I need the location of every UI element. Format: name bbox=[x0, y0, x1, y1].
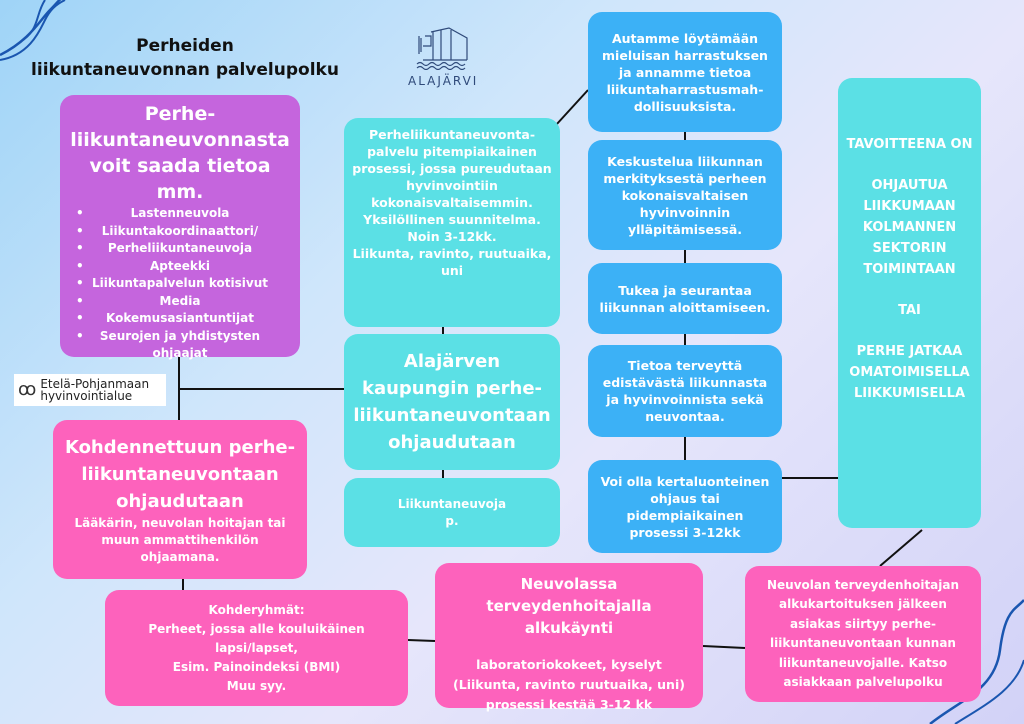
city-box-text: Alajärven kaupungin perhe-liikuntaneuvon… bbox=[353, 351, 551, 453]
list-item: Kokemusasiantuntijat bbox=[68, 310, 292, 328]
targeted-text: Lääkärin, neuvolan hoitajan tai muun amm… bbox=[74, 515, 286, 564]
goal-or: TAI bbox=[898, 303, 921, 318]
goal-option-1: OHJAUTUA LIIKKUMAAN KOLMANNEN SEKTORIN T… bbox=[862, 178, 957, 277]
clinic-visit-heading: Neuvolassa terveydenhoitajalla alkukäynt… bbox=[486, 575, 652, 637]
list-item: Apteekki bbox=[68, 258, 292, 276]
list-item: Perheliikuntaneuvoja bbox=[68, 240, 292, 258]
target-groups-heading: Kohderyhmät: bbox=[208, 602, 305, 617]
goal-box: TAVOITTEENA ON OHJAUTUA LIIKKUMAAN KOLMA… bbox=[838, 78, 981, 528]
goal-option-2: PERHE JATKAA OMATOIMISELLA LIIKKUMISELLA bbox=[849, 344, 970, 401]
step-text: Keskustelua liikunnan merkityksestä perh… bbox=[603, 153, 767, 237]
target-group-item: Esim. Painoindeksi (BMI) bbox=[172, 659, 341, 674]
advisor-suffix: p. bbox=[445, 513, 459, 528]
step-box-2: Keskustelua liikunnan merkityksestä perh… bbox=[588, 140, 782, 250]
targeted-box: Kohdennettuun perhe-liikuntaneuvontaan o… bbox=[53, 420, 307, 579]
list-item: Liikuntakoordinaattori/ bbox=[68, 223, 292, 241]
clinic-after-box: Neuvolan terveydenhoitajan alkukartoituk… bbox=[745, 566, 981, 702]
list-item: Media bbox=[68, 293, 292, 311]
leaf-icon: ꝏ bbox=[18, 379, 37, 400]
city-box: Alajärven kaupungin perhe-liikuntaneuvon… bbox=[344, 334, 560, 470]
step-text: Tukea ja seurantaa liikunnan aloittamise… bbox=[599, 282, 771, 315]
step-text: Voi olla kertaluonteinen ohjaus tai pide… bbox=[600, 473, 770, 540]
logo-line-1: Etelä-Pohjanmaan bbox=[40, 377, 150, 391]
goal-heading: TAVOITTEENA ON bbox=[846, 137, 973, 152]
target-group-item: Muu syy. bbox=[226, 678, 287, 693]
process-box: Perheliikuntaneuvonta-palvelu pitempiaik… bbox=[344, 118, 560, 327]
logo-line-2: hyvinvointialue bbox=[40, 389, 133, 403]
step-box-4: Tietoa terveyttä edistävästä liikunnasta… bbox=[588, 345, 782, 437]
list-item: Liikuntapalvelun kotisivut bbox=[68, 275, 292, 293]
title-line-2: liikuntaneuvonnan palvelupolku bbox=[31, 60, 339, 80]
target-group-item: Perheet, jossa alle kouluikäinen lapsi/l… bbox=[148, 621, 365, 655]
clinic-visit-box: Neuvolassa terveydenhoitajalla alkukäynt… bbox=[435, 563, 703, 712]
alajarvi-logo: ALAJÄRVI bbox=[408, 26, 479, 88]
process-text: Perheliikuntaneuvonta-palvelu pitempiaik… bbox=[352, 127, 552, 244]
step-box-1: Autamme löytämään mieluisan harrastuksen… bbox=[588, 12, 782, 132]
step-box-5: Voi olla kertaluonteinen ohjaus tai pide… bbox=[588, 460, 782, 553]
info-sources-box: Perhe-liikuntaneuvonnasta voit saada tie… bbox=[60, 95, 300, 360]
building-icon bbox=[416, 27, 468, 71]
advisor-box: Liikuntaneuvoja p. bbox=[344, 478, 560, 547]
targeted-heading: Kohdennettuun perhe-liikuntaneuvontaan o… bbox=[64, 436, 296, 512]
alajarvi-logo-text: ALAJÄRVI bbox=[408, 74, 479, 88]
target-groups-box: Kohderyhmät: Perheet, jossa alle kouluik… bbox=[105, 590, 408, 706]
title-line-1: Perheiden bbox=[136, 36, 234, 56]
advisor-label: Liikuntaneuvoja bbox=[397, 496, 507, 511]
list-item: Lastenneuvola bbox=[68, 205, 292, 223]
step-text: Tietoa terveyttä edistävästä liikunnasta… bbox=[602, 358, 768, 424]
page-title: Perheiden liikuntaneuvonnan palvelupolku bbox=[30, 34, 340, 82]
process-topics: Liikunta, ravinto, ruutuaika, uni bbox=[352, 246, 552, 278]
info-sources-heading: Perhe-liikuntaneuvonnasta voit saada tie… bbox=[70, 103, 290, 203]
info-sources-list: Lastenneuvola Liikuntakoordinaattori/ Pe… bbox=[68, 205, 292, 363]
step-box-3: Tukea ja seurantaa liikunnan aloittamise… bbox=[588, 263, 782, 334]
step-text: Autamme löytämään mieluisan harrastuksen… bbox=[602, 30, 768, 114]
wellbeing-area-logo: ꝏ Etelä-Pohjanmaan hyvinvointialue bbox=[14, 374, 166, 406]
clinic-after-text: Neuvolan terveydenhoitajan alkukartoituk… bbox=[766, 577, 960, 690]
clinic-visit-text: laboratoriokokeet, kyselyt (Liikunta, ra… bbox=[453, 657, 685, 712]
list-item: Seurojen ja yhdistysten ohjaajat bbox=[68, 328, 292, 363]
